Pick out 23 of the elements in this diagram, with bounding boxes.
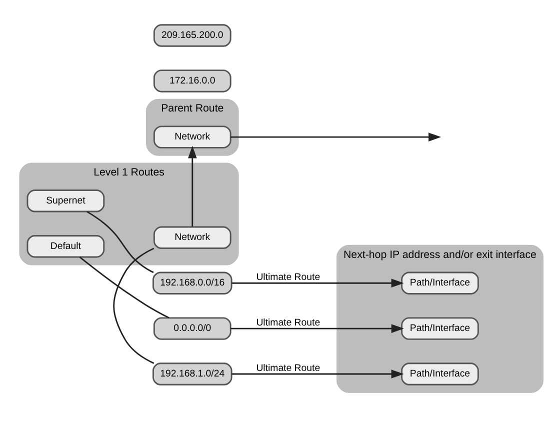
node-box: 0.0.0.0/0 (153, 316, 232, 340)
node-box: Network (153, 125, 232, 148)
connector (79, 256, 170, 318)
arrow (230, 132, 442, 141)
connector (113, 247, 154, 364)
edge-label: Ultimate Route (256, 362, 320, 374)
node-box: Path/Interface (401, 316, 479, 340)
node-box: 209.165.200.0 (153, 24, 232, 46)
node-box: Path/Interface (401, 362, 479, 385)
node-box: Network (153, 226, 232, 248)
node-box: 172.16.0.0 (153, 69, 232, 92)
node-box: Path/Interface (401, 271, 479, 294)
node-box: Supernet (26, 189, 105, 212)
connector (86, 210, 154, 273)
node-box: 192.168.0.0/16 (152, 271, 232, 294)
node-box: Default (26, 234, 105, 258)
edge-label: Ultimate Route (256, 317, 320, 328)
edge-label: Ultimate Route (256, 272, 320, 283)
arrow (188, 145, 197, 226)
arrow (232, 369, 404, 378)
node-box: 192.168.1.0/24 (152, 362, 232, 385)
arrow (230, 324, 404, 332)
arrow (232, 278, 404, 288)
